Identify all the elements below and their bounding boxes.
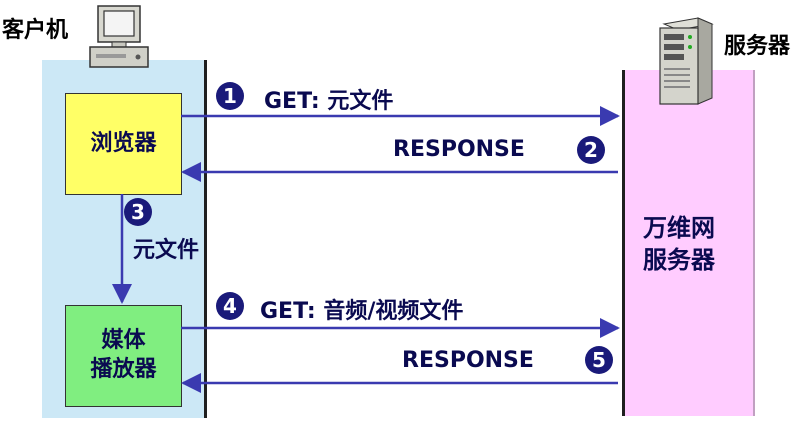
server-title: 服务器 [724, 34, 791, 59]
browser-label: 浏览器 [90, 130, 157, 156]
media-player-label-line2: 播放器 [90, 357, 157, 382]
computer-icon [89, 5, 149, 68]
step-3-badge: 3 [124, 198, 152, 226]
step-1-badge: 1 [216, 82, 244, 110]
step-1-label: GET: 元文件 [264, 89, 394, 114]
step-4-label: GET: 音频/视频文件 [260, 299, 464, 324]
step-4-badge: 4 [216, 292, 244, 320]
step-5-label: RESPONSE [402, 348, 534, 373]
browser-box: 浏览器 [65, 93, 182, 195]
client-title: 客户机 [2, 18, 69, 43]
step-3-label: 元文件 [133, 238, 200, 263]
step-2-label: RESPONSE [393, 137, 525, 162]
web-server-label-line2: 服务器 [643, 246, 715, 275]
step-2-badge: 2 [577, 136, 605, 164]
web-server-label-line1: 万维网 [643, 214, 715, 242]
media-player-box: 媒体 播放器 [65, 305, 182, 407]
web-server-label: 万维网 服务器 [643, 212, 715, 277]
media-player-label-line1: 媒体 [101, 328, 146, 354]
step-5-badge: 5 [585, 346, 613, 374]
server-panel [622, 70, 755, 416]
server-tower-icon [659, 17, 714, 105]
